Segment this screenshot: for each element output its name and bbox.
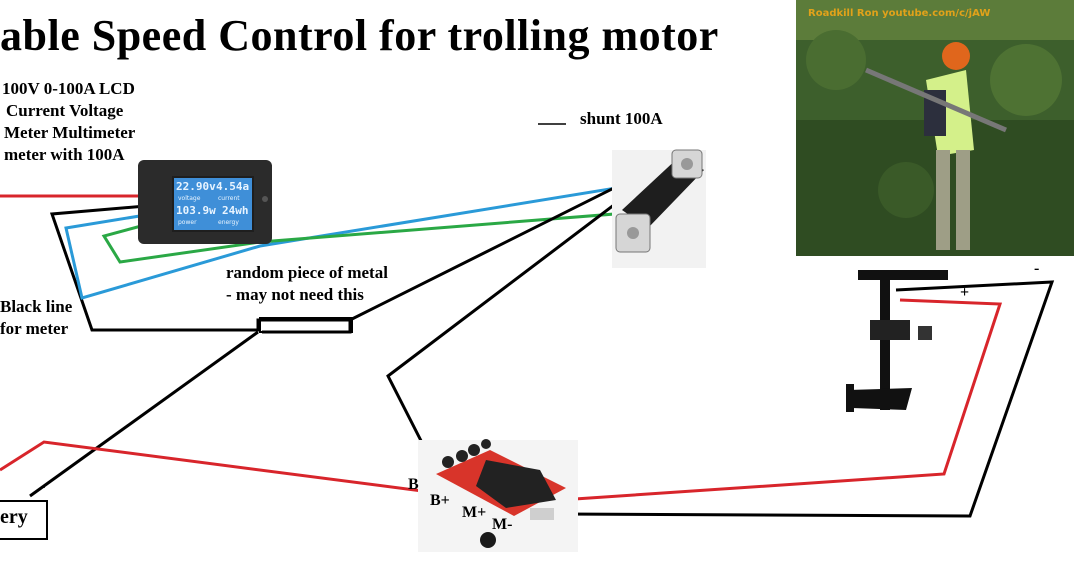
black-wire-meter-loop [49,204,352,334]
shunt-device [612,149,706,268]
black-wire-metal-shunt [349,163,661,322]
terminal-m-minus: M- [492,516,513,533]
power-readout: 103.9w [176,204,216,217]
person-photo: Roadkill Ron youtube.com/c/jAW [796,0,1074,256]
power-label: power [178,219,197,226]
diagram-title: able Speed Control for trolling motor [0,11,719,60]
meter-description-line-4: meter with 100A [4,145,125,164]
battery-minus-sign: - [40,478,46,495]
terminal-b: B [408,476,419,493]
terminal-b-plus: B+ [430,492,450,509]
current-label: current [218,195,240,202]
meter-description-line-1: 100V 0-100A LCD [2,79,135,98]
green-wire-meter-shunt [101,210,641,264]
voltage-label: voltage [178,195,201,202]
black-line-label-line-2: for meter [0,319,69,338]
red-wire-battery-pos [0,440,431,494]
battery-label: ery [0,506,28,528]
speed-controller-board [418,439,578,552]
terminal-m-plus: M+ [462,504,487,521]
black-wire-motor-neg [559,280,1055,518]
energy-label: energy [218,219,239,226]
current-readout: 4.54a [216,180,250,193]
battery-box [0,500,48,540]
metal-label-line-1: random piece of metal [226,263,388,282]
trolling-motor [846,270,948,412]
photo-caption: Roadkill Ron youtube.com/c/jAW [808,8,991,19]
photo-illustration [796,0,1074,256]
motor-plus-sign: + [960,284,970,301]
metal-label-line-2: - may not need this [226,285,364,304]
red-wire-motor-pos [559,298,1003,502]
motor-minus-sign: - [1034,260,1040,277]
meter-button-icon [262,196,268,202]
lcd-screen [172,176,254,232]
black-wire-battery-neg [29,330,259,498]
black-line-label-line-1: Black line [0,297,73,316]
shunt-label: shunt 100A [580,109,663,128]
meter-description-line-3: Meter Multimeter [4,123,136,142]
metal-piece [259,317,353,333]
voltage-readout: 22.90v [176,180,216,193]
energy-readout: 24wh [222,204,249,217]
meter-description-line-2: Current Voltage [6,101,124,120]
